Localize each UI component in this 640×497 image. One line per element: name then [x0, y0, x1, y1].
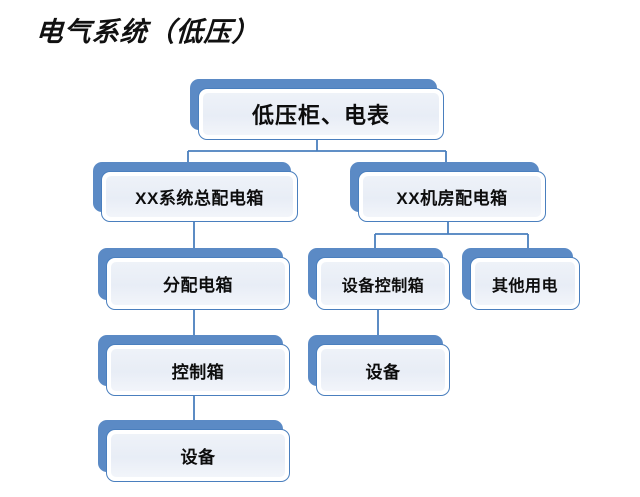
node-control-box[interactable]: 控制箱: [98, 335, 290, 396]
node-label: 设备: [365, 362, 401, 382]
node-face: 其他用电: [470, 257, 580, 310]
node-face: XX系统总配电箱: [101, 171, 298, 222]
node-face: 设备控制箱: [316, 257, 450, 310]
node-label: 低压柜、电表: [251, 103, 390, 128]
node-inner-panel: [106, 176, 293, 217]
node-label: 控制箱: [171, 362, 225, 382]
node-label: 设备控制箱: [341, 277, 425, 295]
node-label: 分配电箱: [163, 276, 233, 295]
node-face: 设备: [106, 429, 290, 482]
node-inner-panel: [203, 93, 439, 135]
node-label: XX机房配电箱: [396, 189, 508, 208]
node-inner-panel: [111, 349, 285, 391]
node-low-voltage-cabinet-meter[interactable]: 低压柜、电表: [190, 79, 444, 140]
node-inner-panel: [363, 176, 541, 217]
node-label: 设备: [180, 448, 216, 467]
node-xx-machine-room-distribution-box[interactable]: XX机房配电箱: [350, 162, 546, 222]
node-face: 分配电箱: [106, 257, 290, 310]
node-other-electricity-use[interactable]: 其他用电: [462, 248, 580, 310]
node-label: 其他用电: [491, 277, 558, 295]
node-face: XX机房配电箱: [358, 171, 546, 222]
node-label: XX系统总配电箱: [135, 189, 264, 208]
node-inner-panel: [475, 262, 575, 305]
node-inner-panel: [321, 349, 445, 391]
node-equipment-level4[interactable]: 设备: [308, 335, 450, 396]
node-sub-distribution-box[interactable]: 分配电箱: [98, 248, 290, 310]
node-face: 设备: [316, 344, 450, 396]
node-inner-panel: [111, 434, 285, 477]
node-equipment-level5[interactable]: 设备: [98, 420, 290, 482]
node-inner-panel: [321, 262, 445, 305]
node-face: 控制箱: [106, 344, 290, 396]
node-face: 低压柜、电表: [198, 88, 444, 140]
node-inner-panel: [111, 262, 285, 305]
node-equipment-control-box[interactable]: 设备控制箱: [308, 248, 450, 310]
node-xx-system-main-distribution-box[interactable]: XX系统总配电箱: [93, 162, 298, 222]
